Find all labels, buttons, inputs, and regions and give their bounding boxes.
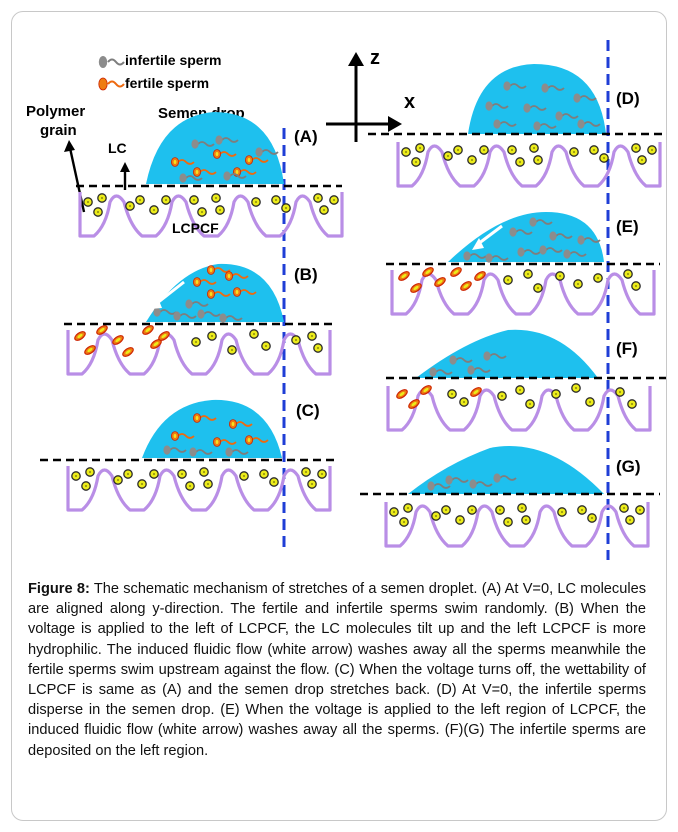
semen-drop (146, 112, 284, 184)
panel-f: (F) (386, 329, 666, 432)
panel-c: (C) (40, 399, 338, 512)
polymer-label: Polymer (26, 103, 85, 120)
axis-z-label: z (370, 47, 380, 69)
schematic-figure: infertile sperm fertile sperm z x Semen … (26, 40, 666, 560)
flow-arrow (155, 280, 185, 306)
panel-label-d: (D) (616, 89, 640, 108)
caption-text: The schematic mechanism of stretches of … (28, 581, 646, 759)
panel-label-b: (B) (294, 265, 318, 284)
panel-g: (G) (360, 445, 660, 548)
panel-d: (D) (368, 64, 662, 188)
panel-e: (E) (386, 212, 660, 316)
legend-fertile: fertile sperm (125, 75, 209, 91)
infertile-sperm-icon (98, 56, 125, 68)
panel-b: (B) (64, 263, 336, 376)
fertile-sperm-icon (98, 77, 125, 91)
panel-label-f: (F) (616, 339, 638, 358)
legend: infertile sperm fertile sperm (98, 52, 221, 91)
polymer-arrow (68, 147, 86, 213)
legend-infertile: infertile sperm (125, 52, 221, 68)
panel-a: LCPCF (A) (76, 112, 344, 238)
axis-x-label: x (404, 91, 415, 113)
panel-label-g: (G) (616, 457, 641, 476)
lcpcf-label: LCPCF (172, 220, 219, 236)
grain-label: grain (40, 122, 77, 139)
figure-caption: Figure 8: The schematic mechanism of str… (28, 579, 646, 761)
lc-label: LC (108, 140, 127, 156)
axes: z x (326, 47, 415, 142)
panel-label-a: (A) (294, 127, 318, 146)
panel-label-e: (E) (616, 217, 639, 236)
caption-title: Figure 8: (28, 581, 90, 597)
panel-label-c: (C) (296, 401, 320, 420)
